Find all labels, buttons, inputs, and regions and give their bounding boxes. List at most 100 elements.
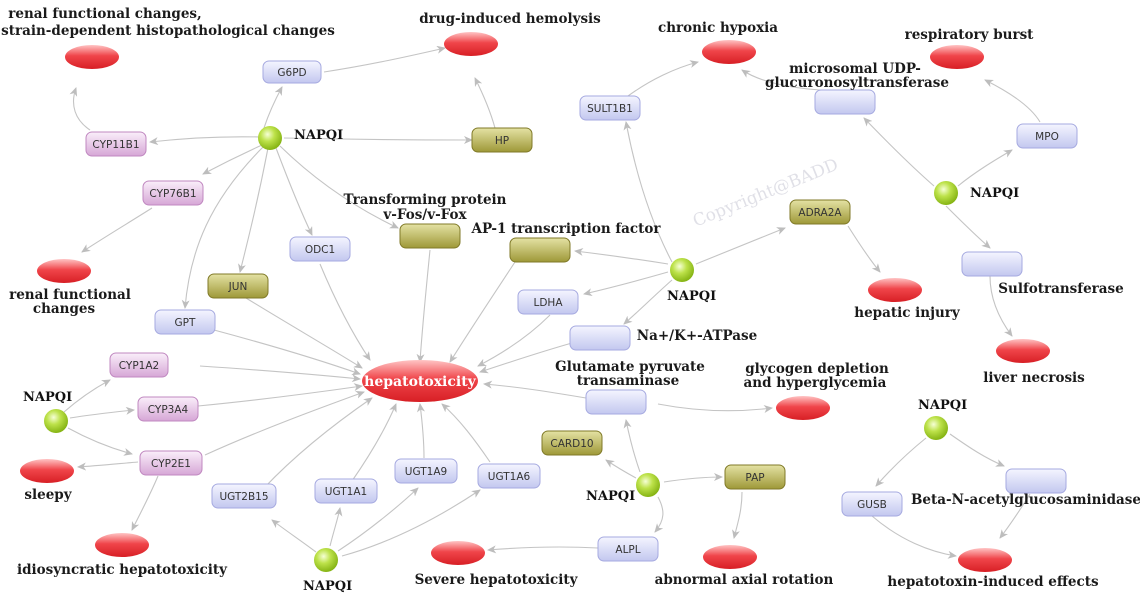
outcome-nodes: hepatotoxicity	[20, 32, 1050, 572]
gene-microsomal-ugt[interactable]	[814, 89, 876, 115]
gene-cyp2e1[interactable]: CYP2E1	[139, 450, 203, 476]
gene-jun-label: JUN	[228, 281, 248, 293]
label-sulfotransferase: Sulfotransferase	[998, 281, 1123, 297]
gene-nodes: G6PD ODC1 GPT LDHA SULT1B1 MPO UGT2B15 U…	[85, 60, 1078, 562]
outcome-idiosyncratic-hepatotoxicity[interactable]	[95, 533, 149, 557]
hub-napqi-bottom-label: NAPQI	[303, 579, 352, 594]
gene-ugt2b15[interactable]: UGT2B15	[211, 483, 277, 509]
gene-ldha[interactable]: LDHA	[517, 289, 579, 315]
hub-napqi-left-label: NAPQI	[23, 390, 72, 405]
gene-cyp1a2-label: CYP1A2	[119, 360, 159, 372]
label-renal-functional-line2: changes	[33, 301, 96, 317]
label-glycogen-line2: and hyperglycemia	[744, 375, 887, 391]
label-respiratory-burst: respiratory burst	[905, 27, 1035, 43]
hub-napqi-bottom-right-label: NAPQI	[918, 398, 967, 413]
gene-cyp3a4[interactable]: CYP3A4	[137, 396, 199, 422]
label-drug-induced-hemolysis: drug-induced hemolysis	[419, 11, 601, 27]
outcome-hepatic-injury[interactable]	[868, 278, 922, 302]
outcome-renal-functional-changes[interactable]	[37, 259, 91, 283]
gene-ldha-label: LDHA	[533, 297, 563, 309]
gene-gpt-label: GPT	[175, 317, 196, 329]
hub-napqi-left[interactable]	[44, 409, 68, 433]
label-chronic-hypoxia: chronic hypoxia	[658, 20, 778, 36]
label-idiosyncratic: idiosyncratic hepatotoxicity	[17, 562, 228, 578]
label-na-k-atpase: Na+/K+-ATPase	[637, 328, 758, 344]
label-beta-n-acetylglucosaminidase: Beta-N-acetylglucosaminidase	[911, 492, 1140, 508]
hub-napqi-bottom[interactable]	[314, 548, 338, 572]
hub-napqi-bottom-middle-label: NAPQI	[586, 489, 635, 504]
label-abnormal-axial-rotation: abnormal axial rotation	[655, 572, 834, 588]
gene-hp[interactable]: HP	[471, 127, 533, 153]
gene-sulfotransferase[interactable]	[961, 251, 1023, 277]
gene-mpo[interactable]: MPO	[1016, 123, 1078, 149]
center-hepatotoxicity-label: hepatotoxicity	[364, 374, 477, 390]
label-liver-necrosis: liver necrosis	[983, 370, 1085, 386]
outcome-renal-strain[interactable]	[65, 45, 119, 69]
gene-cyp1a2[interactable]: CYP1A2	[109, 352, 169, 378]
gene-cyp11b1[interactable]: CYP11B1	[85, 131, 147, 157]
center-hepatotoxicity-node[interactable]	[362, 360, 478, 402]
gene-glutamate-pyruvate-transaminase[interactable]	[585, 389, 647, 415]
label-ap1: AP-1 transcription factor	[470, 221, 661, 237]
gene-cyp2e1-label: CYP2E1	[151, 458, 191, 470]
gene-card10[interactable]: CARD10	[541, 430, 603, 456]
gene-cyp11b1-label: CYP11B1	[92, 139, 139, 151]
outcome-abnormal-axial-rotation[interactable]	[703, 545, 757, 569]
gene-ugt1a9[interactable]: UGT1A9	[394, 458, 458, 484]
node-labels: renal functional changes, strain-depende…	[1, 6, 1140, 590]
label-hepatotoxin-induced: hepatotoxin-induced effects	[887, 574, 1099, 590]
gene-mpo-label: MPO	[1035, 131, 1059, 143]
label-glycogen-line1: glycogen depletion	[745, 361, 889, 377]
gene-ap1[interactable]	[509, 237, 571, 263]
gene-pap[interactable]: PAP	[724, 464, 786, 490]
label-severe-hepatotoxicity: Severe hepatotoxicity	[415, 572, 579, 588]
outcome-glycogen-depletion[interactable]	[776, 396, 830, 420]
hub-napqi-bottom-middle[interactable]	[636, 473, 660, 497]
gene-odc1[interactable]: ODC1	[289, 236, 351, 262]
outcome-hepatotoxin-induced-effects[interactable]	[958, 548, 1012, 572]
gene-adra2a[interactable]: ADRA2A	[789, 199, 851, 225]
gene-transforming-protein-fos[interactable]	[399, 223, 461, 249]
gene-sult1b1[interactable]: SULT1B1	[579, 95, 641, 121]
gene-beta-n-acetylglucosaminidase[interactable]	[1005, 468, 1067, 494]
gene-hp-label: HP	[495, 135, 509, 147]
outcome-liver-necrosis[interactable]	[996, 339, 1050, 363]
gene-gpt[interactable]: GPT	[154, 309, 216, 335]
gene-ugt1a1-label: UGT1A1	[325, 486, 367, 498]
outcome-respiratory-burst[interactable]	[930, 45, 984, 69]
gene-cyp76b1[interactable]: CYP76B1	[142, 180, 204, 206]
hub-napqi-middle-label: NAPQI	[667, 289, 716, 304]
label-renal-functional-line1: renal functional	[9, 287, 131, 303]
outcome-sleepy[interactable]	[20, 459, 74, 483]
gene-ugt1a1[interactable]: UGT1A1	[314, 478, 378, 504]
label-sleepy: sleepy	[24, 487, 72, 503]
gene-sult1b1-label: SULT1B1	[587, 103, 633, 115]
gene-adra2a-label: ADRA2A	[798, 207, 842, 219]
label-microsomal-ugt-line1: microsomal UDP-	[789, 61, 921, 77]
gene-g6pd[interactable]: G6PD	[262, 60, 322, 84]
gene-pap-label: PAP	[745, 472, 764, 484]
label-gpt-line2: transaminase	[577, 373, 679, 389]
outcome-chronic-hypoxia[interactable]	[702, 40, 756, 64]
hub-napqi-middle[interactable]	[670, 258, 694, 282]
gene-odc1-label: ODC1	[305, 244, 335, 256]
hub-napqi-bottom-right[interactable]	[924, 416, 948, 440]
gene-ugt1a6-label: UGT1A6	[488, 471, 531, 483]
gene-alpl[interactable]: ALPL	[597, 536, 659, 562]
outcome-drug-induced-hemolysis[interactable]	[444, 32, 498, 56]
gene-na-k-atpase[interactable]	[569, 325, 631, 351]
gene-jun[interactable]: JUN	[207, 273, 269, 299]
hub-napqi-top-left[interactable]	[258, 126, 282, 150]
outcome-severe-hepatotoxicity[interactable]	[431, 541, 485, 565]
label-hepatic-injury: hepatic injury	[854, 305, 961, 321]
gene-ugt1a9-label: UGT1A9	[405, 466, 447, 478]
hub-napqi-right[interactable]	[934, 181, 958, 205]
gene-gusb[interactable]: GUSB	[841, 491, 903, 517]
gene-ugt1a6[interactable]: UGT1A6	[477, 463, 541, 489]
edges	[63, 45, 1041, 559]
label-gpt-line1: Glutamate pyruvate	[555, 359, 705, 375]
hub-nodes: NAPQI NAPQI NAPQI NAPQI NAPQI NAPQI NAPQ…	[23, 126, 1019, 594]
gene-cyp76b1-label: CYP76B1	[149, 188, 196, 200]
label-renal-strain-line1: renal functional changes,	[8, 6, 201, 22]
